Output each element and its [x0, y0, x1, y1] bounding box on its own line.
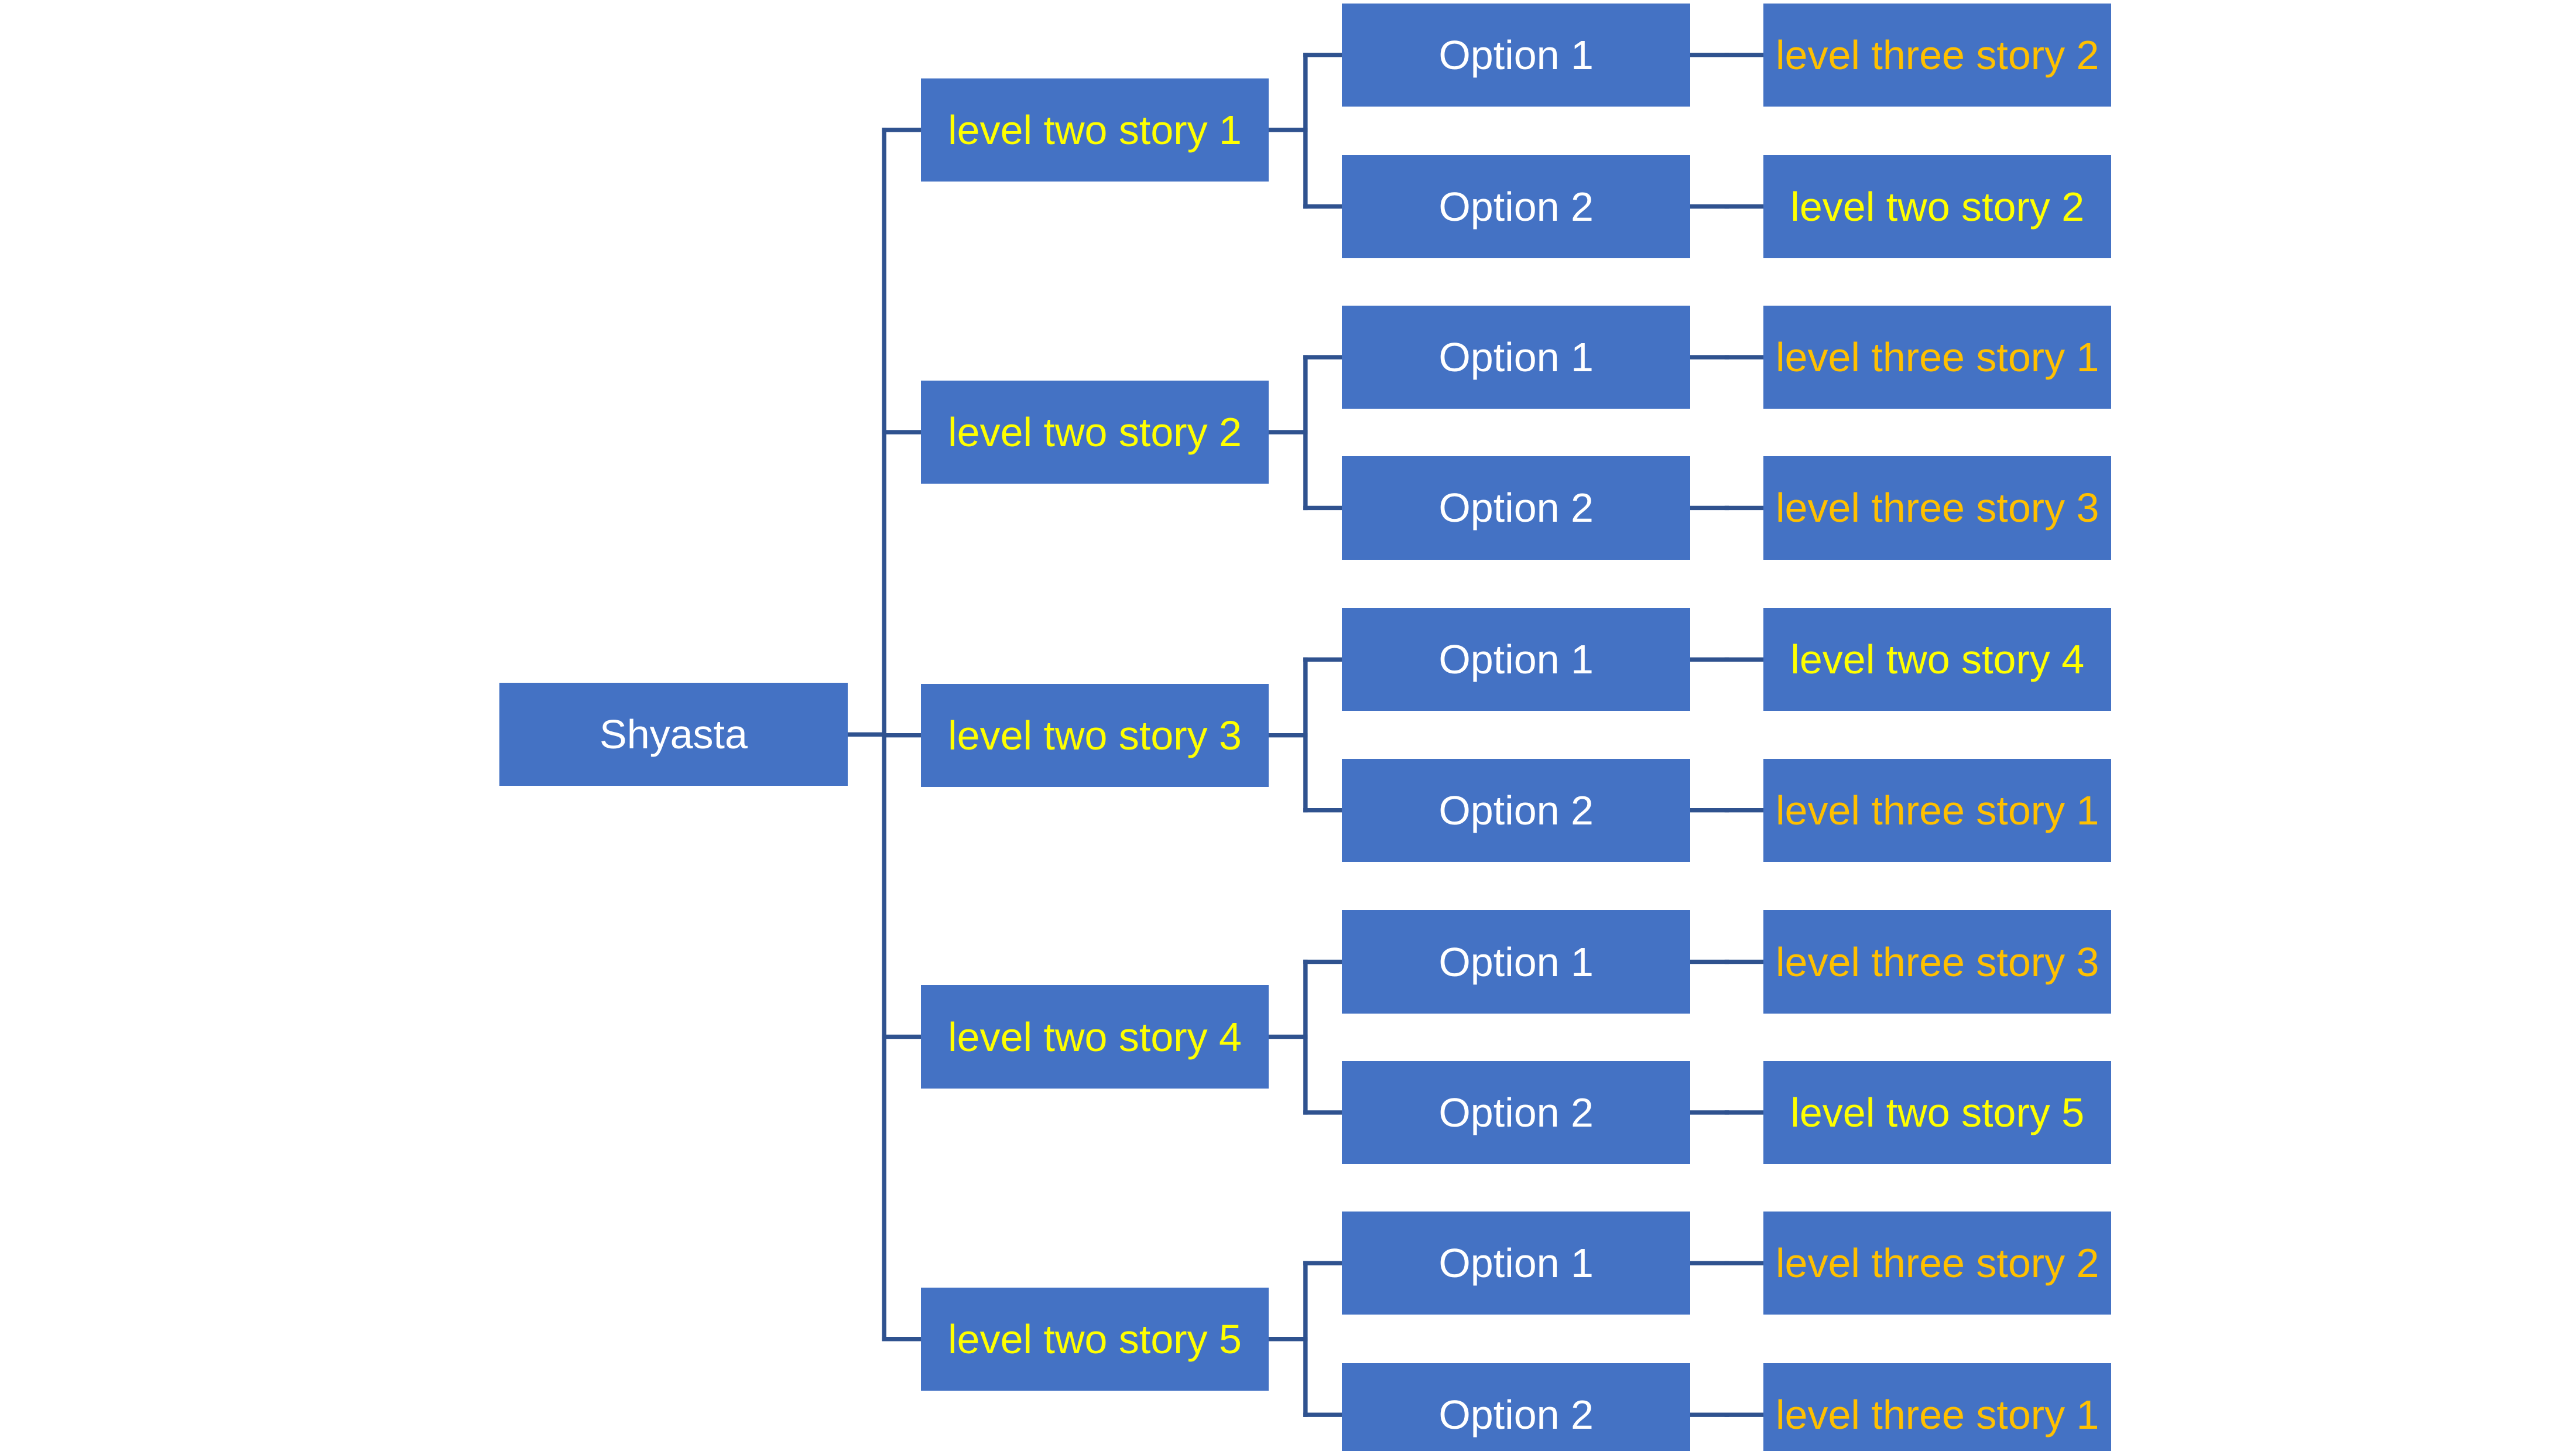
level2-node-5-label: level two story 5: [948, 1316, 1242, 1362]
option-node-5-2: Option 2: [1342, 1363, 1690, 1451]
option-node-4-1-label: Option 1: [1438, 939, 1594, 985]
option-node-3-1-label: Option 1: [1438, 636, 1594, 683]
option-node-2-2: Option 2: [1342, 456, 1690, 560]
option-node-5-2-label: Option 2: [1438, 1392, 1594, 1438]
result-node-3-1-label: level two story 4: [1790, 636, 2085, 683]
result-node-2-2-label: level three story 3: [1775, 485, 2099, 531]
option-node-2-2-label: Option 2: [1438, 485, 1594, 531]
result-node-1-1: level three story 2: [1763, 3, 2112, 107]
result-node-1-2: level two story 2: [1763, 155, 2112, 258]
level2-node-2-label: level two story 2: [948, 409, 1242, 456]
result-node-1-1-label: level three story 2: [1775, 32, 2099, 78]
level2-node-3-label: level two story 3: [948, 712, 1242, 758]
option-node-1-2-label: Option 2: [1438, 183, 1594, 230]
option-node-1-2: Option 2: [1342, 155, 1690, 258]
root-node: Shyasta: [499, 683, 848, 786]
result-node-1-2-label: level two story 2: [1790, 183, 2085, 230]
option-node-1-1: Option 1: [1342, 3, 1690, 107]
result-node-3-2: level three story 1: [1763, 758, 2112, 862]
result-node-3-2-label: level three story 1: [1775, 787, 2099, 833]
option-node-2-1-label: Option 1: [1438, 334, 1594, 381]
level2-node-4: level two story 4: [920, 985, 1269, 1089]
option-node-4-2-label: Option 2: [1438, 1089, 1594, 1135]
result-node-4-2-label: level two story 5: [1790, 1089, 2085, 1135]
level2-node-1: level two story 1: [920, 78, 1269, 182]
level2-node-3: level two story 3: [920, 683, 1269, 787]
level2-node-5: level two story 5: [920, 1287, 1269, 1391]
level2-node-1-label: level two story 1: [948, 107, 1242, 153]
result-node-4-1: level three story 3: [1763, 910, 2112, 1014]
result-node-3-1: level two story 4: [1763, 608, 2112, 711]
result-node-2-1-label: level three story 1: [1775, 334, 2099, 381]
result-node-2-1: level three story 1: [1763, 305, 2112, 409]
option-node-5-1: Option 1: [1342, 1212, 1690, 1315]
result-node-5-2-label: level three story 1: [1775, 1392, 2099, 1438]
option-node-2-1: Option 1: [1342, 305, 1690, 409]
option-node-3-2: Option 2: [1342, 758, 1690, 862]
result-node-4-2: level two story 5: [1763, 1060, 2112, 1165]
option-node-3-2-label: Option 2: [1438, 787, 1594, 833]
option-node-1-1-label: Option 1: [1438, 32, 1594, 78]
option-node-4-1: Option 1: [1342, 910, 1690, 1014]
result-node-5-1: level three story 2: [1763, 1212, 2112, 1315]
option-node-4-2: Option 2: [1342, 1060, 1690, 1165]
result-node-4-1-label: level three story 3: [1775, 939, 2099, 985]
result-node-5-1-label: level three story 2: [1775, 1240, 2099, 1286]
result-node-2-2: level three story 3: [1763, 456, 2112, 560]
result-node-5-2: level three story 1: [1763, 1363, 2112, 1451]
option-node-5-1-label: Option 1: [1438, 1240, 1594, 1286]
option-node-3-1: Option 1: [1342, 608, 1690, 711]
level2-node-4-label: level two story 4: [948, 1014, 1242, 1060]
root-label: Shyasta: [600, 711, 748, 758]
level2-node-2: level two story 2: [920, 380, 1269, 484]
